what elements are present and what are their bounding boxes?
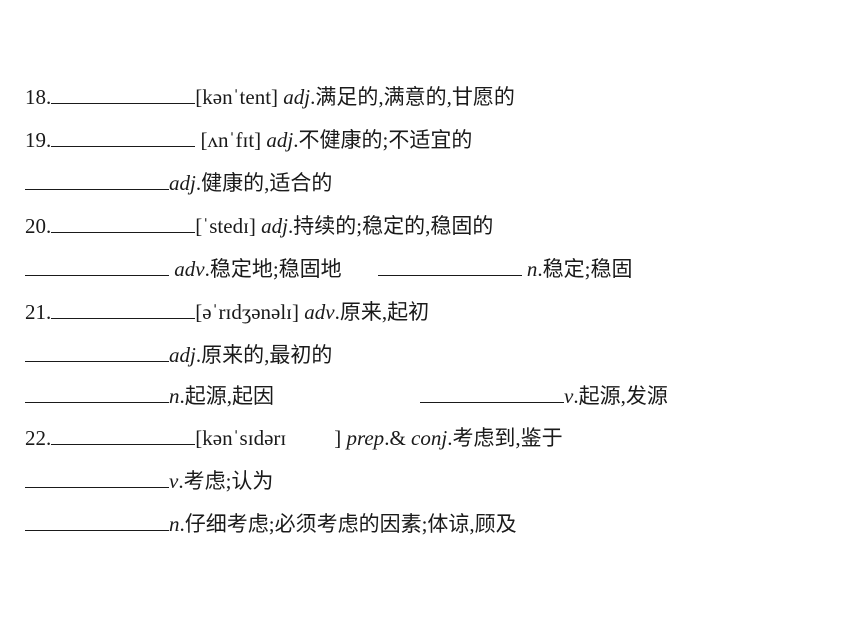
- answer-blank[interactable]: [25, 467, 169, 488]
- part-of-speech: adj: [169, 343, 196, 367]
- part-of-speech: adj: [266, 128, 294, 152]
- answer-blank[interactable]: [51, 298, 196, 319]
- entry-19: 19. [ʌnˈfɪt] adj.不健康的;不适宜的: [25, 126, 473, 152]
- phonetic: [ˈstedɪ]: [195, 214, 256, 238]
- entry-22: 22.[kənˈsɪdərɪ] prep.& conj.考虑到,鉴于: [25, 424, 563, 450]
- part-of-speech: n: [169, 512, 180, 536]
- part-of-speech: n: [169, 384, 180, 408]
- definition: 健康的,适合的: [201, 171, 333, 195]
- answer-blank[interactable]: [51, 424, 196, 445]
- entry-number: 18.: [25, 85, 52, 109]
- part-of-speech: v: [564, 384, 574, 408]
- phonetic: [kənˈtent]: [195, 85, 279, 109]
- answer-blank[interactable]: [51, 83, 196, 104]
- part-of-speech: adv: [174, 257, 205, 281]
- entry-21: 21.[əˈrɪdʒənəlɪ] adv.原来,起初: [25, 298, 430, 324]
- definition: 起源,起因: [184, 384, 274, 408]
- answer-blank[interactable]: [25, 510, 169, 531]
- answer-blank[interactable]: [25, 169, 169, 190]
- part-of-speech: adj: [283, 85, 311, 109]
- entry-22-derivative: v.考虑;认为: [25, 466, 273, 496]
- definition: 满足的,满意的,甘愿的: [315, 85, 515, 109]
- entry-number: 20.: [25, 214, 52, 238]
- entry-20: 20.[ˈstedɪ] adj.持续的;稳定的,稳固的: [25, 212, 494, 238]
- answer-blank[interactable]: [51, 126, 196, 147]
- definition: 持续的;稳定的,稳固的: [293, 214, 494, 238]
- answer-blank[interactable]: [51, 212, 196, 233]
- entry-22-derivative: n.仔细考虑;必须考虑的因素;体谅,顾及: [25, 509, 517, 539]
- definition: 考虑;认为: [183, 469, 274, 493]
- definition: 仔细考虑;必须考虑的因素;体谅,顾及: [184, 512, 517, 536]
- definition: 起源,发源: [578, 384, 668, 408]
- answer-blank[interactable]: [420, 382, 564, 403]
- answer-blank[interactable]: [25, 382, 169, 403]
- definition: 原来的,最初的: [201, 343, 333, 367]
- answer-blank[interactable]: [25, 255, 169, 276]
- definition: 稳定地;稳固地: [209, 257, 342, 281]
- definition: 稳定;稳固: [542, 257, 633, 281]
- entry-number: 21.: [25, 300, 52, 324]
- phonetic-close: ]: [334, 426, 342, 450]
- entry-20-derivatives: adv.稳定地;稳固地 n.稳定;稳固: [25, 254, 633, 284]
- definition: 考虑到,鉴于: [452, 426, 563, 450]
- part-of-speech: adj: [169, 171, 196, 195]
- entry-19-derivative: adj.健康的,适合的: [25, 168, 332, 198]
- part-of-speech: n: [526, 257, 538, 281]
- definition: 原来,起初: [339, 300, 430, 324]
- part-of-speech: conj: [411, 426, 448, 450]
- definition: 不健康的;不适宜的: [298, 128, 473, 152]
- phonetic: [əˈrɪdʒənəlɪ]: [195, 300, 300, 324]
- part-of-speech: prep: [346, 426, 385, 450]
- entry-number: 22.: [25, 426, 52, 450]
- part-of-speech: v: [169, 469, 179, 493]
- entry-21-derivative: adj.原来的,最初的: [25, 340, 332, 370]
- part-of-speech: adj: [261, 214, 288, 238]
- phonetic: [ʌnˈfɪt]: [200, 128, 262, 152]
- answer-blank[interactable]: [377, 255, 522, 276]
- phonetic: [kənˈsɪdərɪ: [195, 426, 287, 450]
- part-of-speech: adv: [304, 300, 335, 324]
- ampersand: &: [389, 426, 412, 450]
- answer-blank[interactable]: [25, 341, 169, 362]
- entry-18: 18.[kənˈtent] adj.满足的,满意的,甘愿的: [25, 83, 515, 109]
- entry-number: 19.: [25, 128, 52, 152]
